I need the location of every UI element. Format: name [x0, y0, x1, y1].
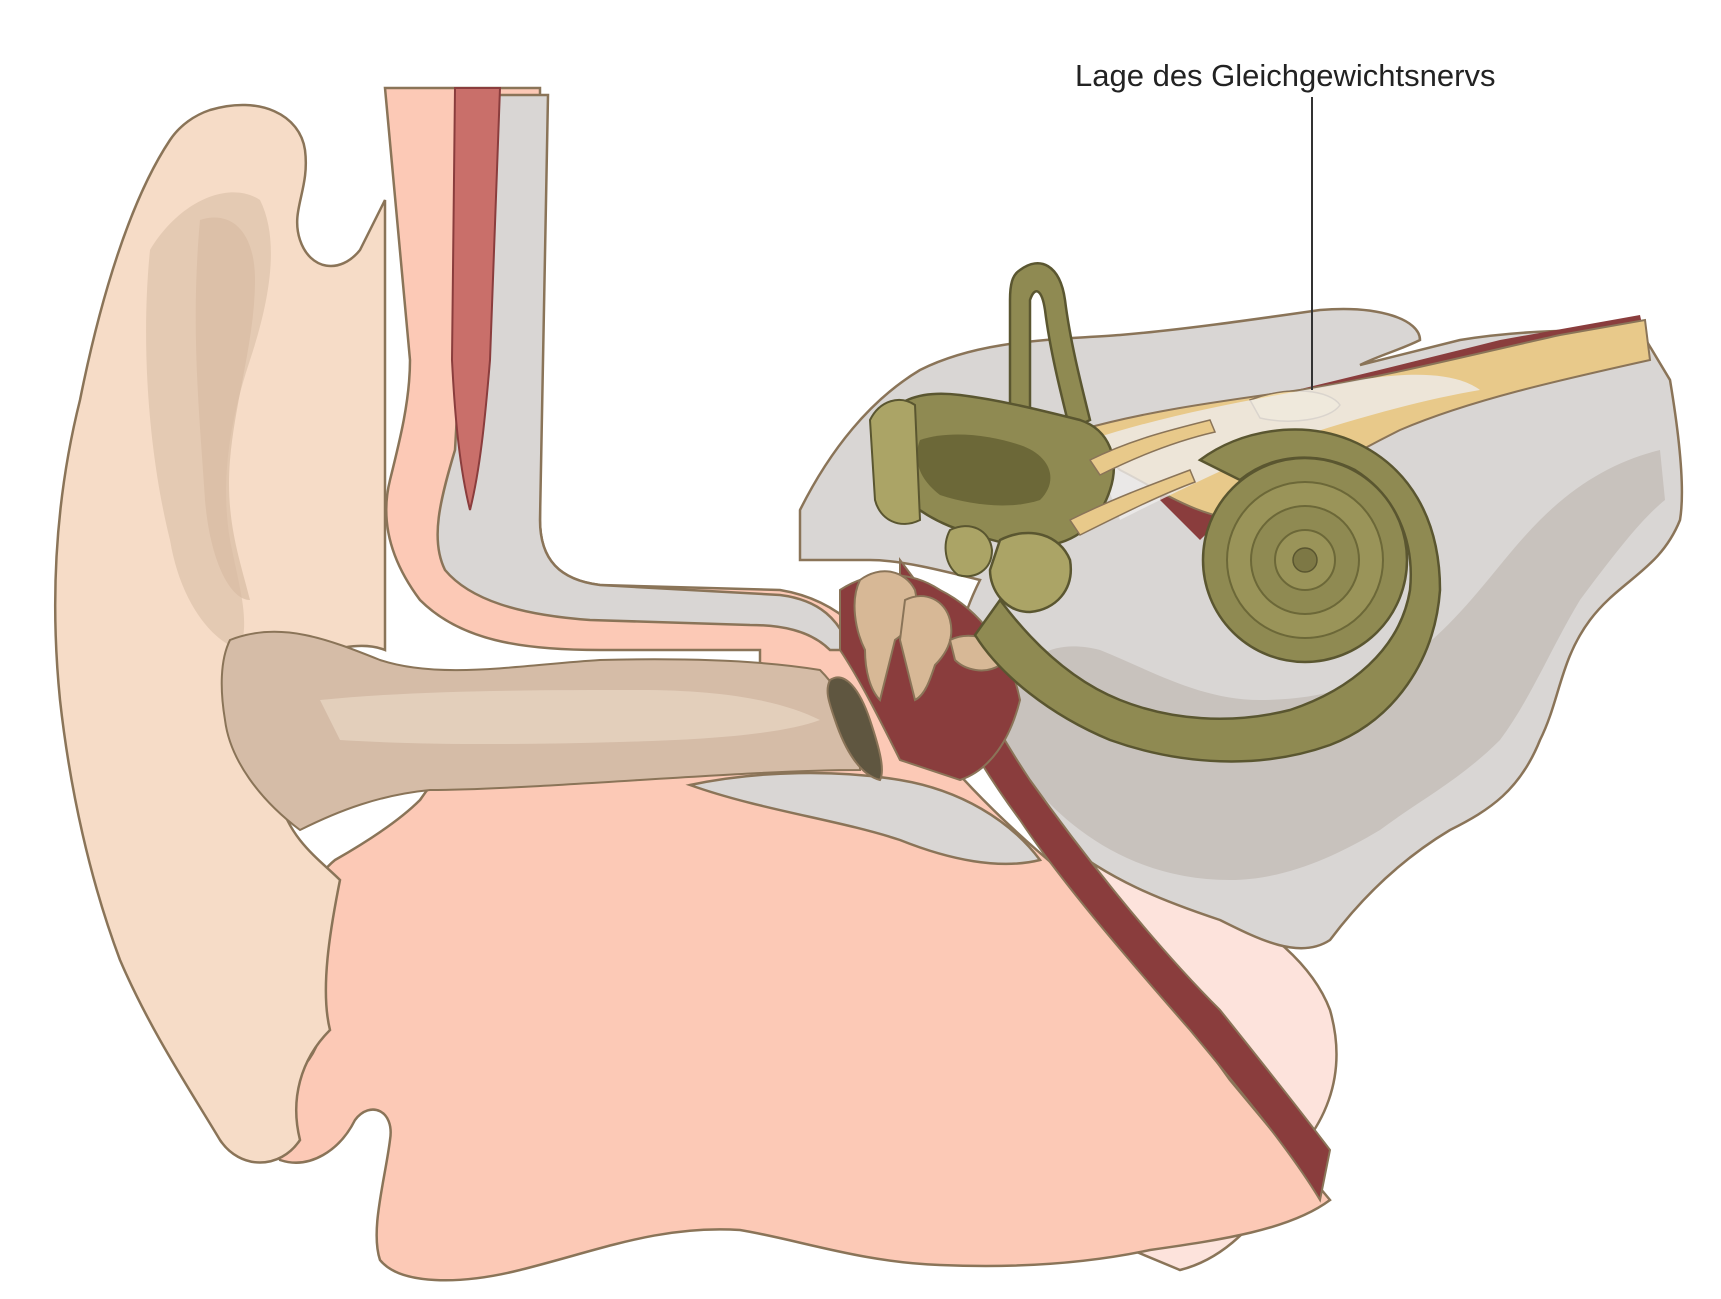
- temporalis-muscle: [450, 87, 502, 511]
- vestibule-inner-shadow: [916, 434, 1051, 506]
- ear-canal-highlight: [320, 690, 820, 745]
- cochlea-apex: [1292, 547, 1318, 573]
- semicircular-canal-lateral: [868, 399, 922, 525]
- temporal-bone-inner: [1000, 450, 1665, 880]
- ossicle-malleus: [853, 570, 918, 702]
- eardrum: [826, 676, 883, 782]
- pinna-antihelix: [195, 217, 255, 600]
- lower-canal-bone: [685, 771, 1043, 866]
- annotation-label: Lage des Gleichgewichtsnervs: [1075, 58, 1495, 93]
- cochlear-nerve-fibers: [1068, 469, 1196, 536]
- semicircular-canal-superior: [1008, 262, 1092, 432]
- canal-bone-wall: [436, 93, 852, 652]
- ampulla-small: [944, 525, 994, 578]
- muscle-band: [899, 557, 1332, 1203]
- ampulla: [988, 531, 1073, 614]
- ossicle-incus: [898, 595, 953, 702]
- vestibular-nerve-fibers: [1088, 419, 1217, 476]
- cochlea-tube: [973, 428, 1442, 763]
- cochlea-spiral: [1201, 456, 1409, 664]
